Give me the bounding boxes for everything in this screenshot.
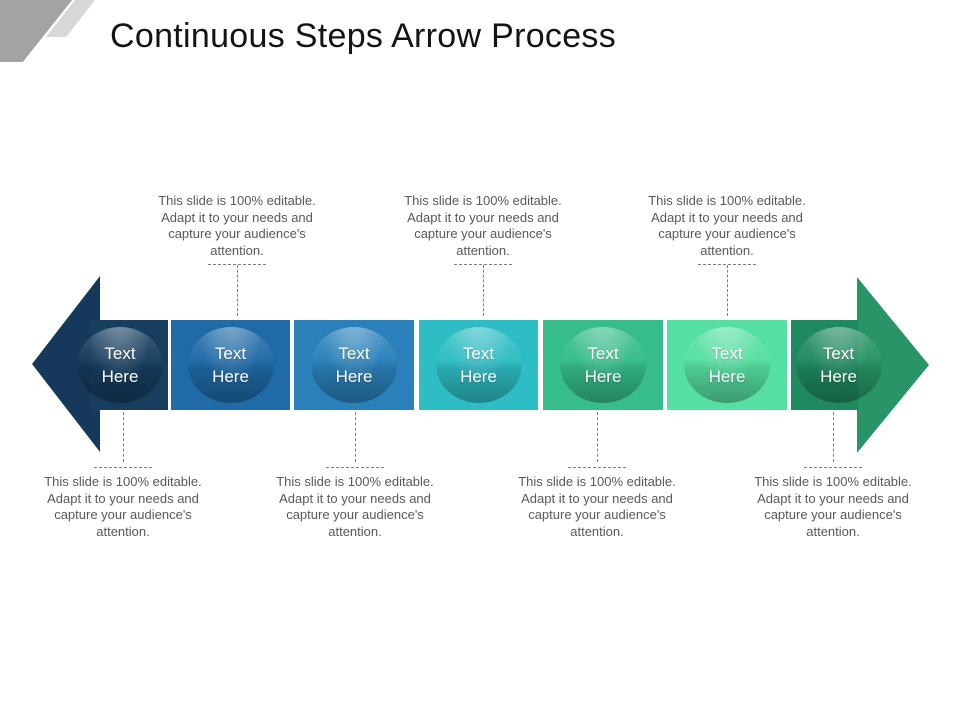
callout-top-1: This slide is 100% editable. Adapt it to… — [152, 193, 322, 316]
sphere-highlight — [77, 327, 163, 403]
step-label[interactable]: Text Here — [335, 344, 373, 386]
step-label[interactable]: Text Here — [820, 344, 857, 386]
step-label[interactable]: Text Here — [460, 344, 497, 386]
sphere-highlight — [311, 327, 397, 403]
connector-vertical-dash — [596, 412, 598, 462]
callout-text[interactable]: This slide is 100% editable. Adapt it to… — [518, 474, 676, 539]
callout-text[interactable]: This slide is 100% editable. Adapt it to… — [44, 474, 202, 539]
connector-vertical-dash — [726, 265, 728, 316]
connector-horizontal-dash — [208, 264, 266, 265]
step-label[interactable]: Text Here — [584, 344, 622, 386]
callout-bottom-1: This slide is 100% editable. Adapt it to… — [38, 412, 208, 540]
connector-horizontal-dash — [698, 264, 756, 265]
sphere-highlight — [187, 327, 274, 403]
sphere-highlight — [796, 327, 882, 403]
callout-text[interactable]: This slide is 100% editable. Adapt it to… — [754, 474, 912, 539]
connector-horizontal-dash — [326, 467, 384, 468]
callout-text[interactable]: This slide is 100% editable. Adapt it to… — [404, 193, 562, 258]
step-segment-4[interactable]: Text Here — [419, 320, 538, 410]
connector-horizontal-dash — [568, 467, 626, 468]
slide-title[interactable]: Continuous Steps Arrow Process — [110, 17, 617, 55]
connector-vertical-dash — [354, 412, 356, 462]
sphere-highlight — [560, 327, 646, 403]
callout-top-2: This slide is 100% editable. Adapt it to… — [398, 193, 568, 316]
step-segment-5[interactable]: Text Here — [543, 320, 663, 410]
callout-bottom-4: This slide is 100% editable. Adapt it to… — [748, 412, 918, 540]
step-label[interactable]: Text Here — [708, 344, 746, 386]
callout-bottom-3: This slide is 100% editable. Adapt it to… — [512, 412, 682, 540]
callout-bottom-2: This slide is 100% editable. Adapt it to… — [270, 412, 440, 540]
sphere-highlight — [684, 327, 770, 403]
step-label[interactable]: Text Here — [212, 344, 249, 386]
connector-vertical-dash — [482, 265, 484, 316]
connector-horizontal-dash — [804, 467, 862, 468]
callout-text[interactable]: This slide is 100% editable. Adapt it to… — [158, 193, 316, 258]
callout-text[interactable]: This slide is 100% editable. Adapt it to… — [276, 474, 434, 539]
connector-horizontal-dash — [94, 467, 152, 468]
step-segment-6[interactable]: Text Here — [667, 320, 787, 410]
step-label[interactable]: Text Here — [101, 344, 139, 386]
connector-vertical-dash — [832, 412, 834, 462]
step-segment-1[interactable]: Text Here — [77, 320, 168, 410]
connector-vertical-dash — [122, 412, 124, 462]
callout-top-3: This slide is 100% editable. Adapt it to… — [642, 193, 812, 316]
step-segment-3[interactable]: Text Here — [294, 320, 414, 410]
step-segment-2[interactable]: Text Here — [171, 320, 290, 410]
step-segment-7[interactable]: Text Here — [791, 320, 882, 410]
sphere-highlight — [435, 327, 522, 403]
callout-text[interactable]: This slide is 100% editable. Adapt it to… — [648, 193, 806, 258]
connector-horizontal-dash — [454, 264, 512, 265]
connector-vertical-dash — [236, 265, 238, 316]
